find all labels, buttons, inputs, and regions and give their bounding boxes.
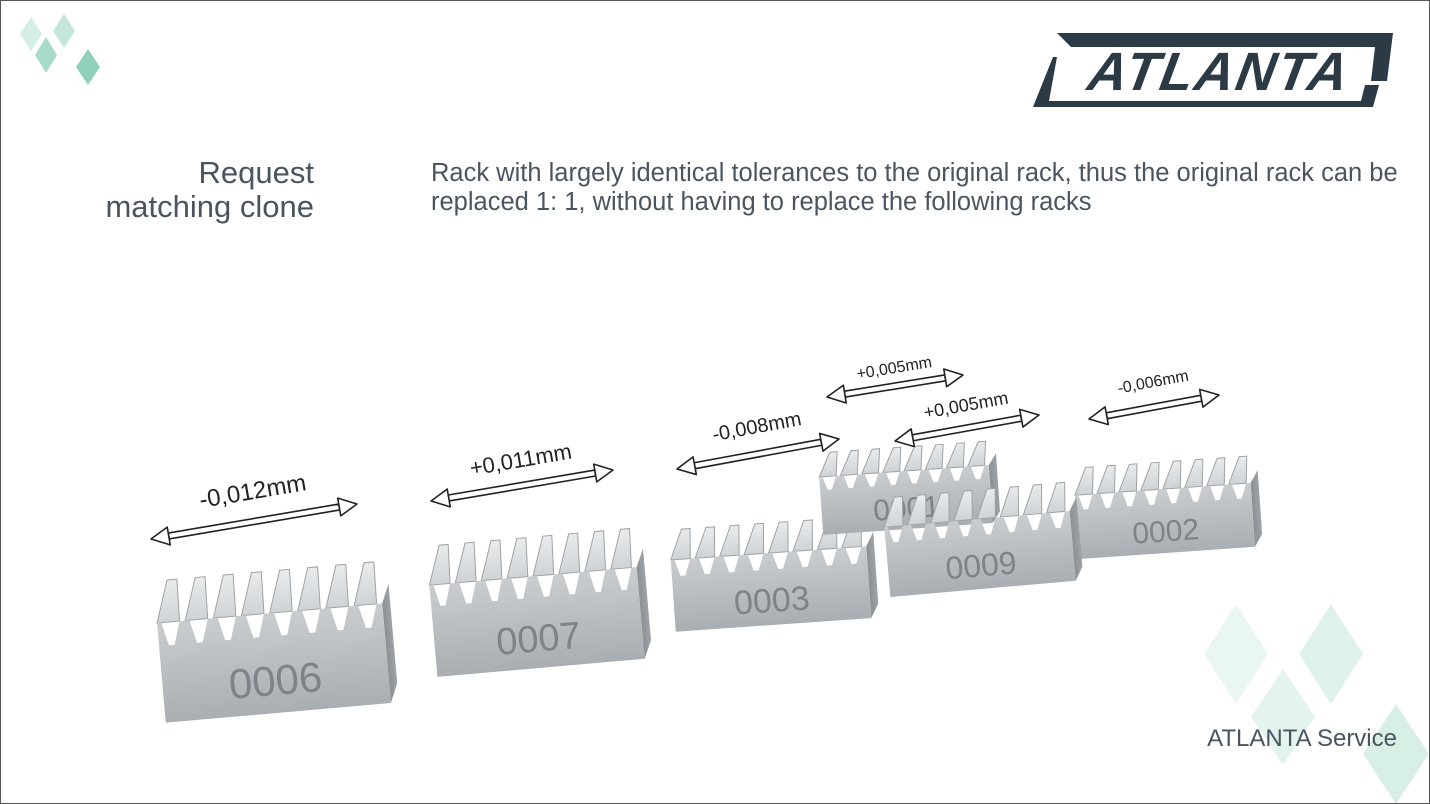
heading-line-2: matching clone: [105, 189, 314, 224]
tolerance-label: +0,011mm: [468, 439, 574, 481]
atlanta-logo: ATLANTA: [1033, 33, 1393, 107]
arrow-head-left: [676, 456, 698, 476]
description-text: Rack with largely identical tolerances t…: [431, 159, 1398, 216]
arrow-head-right: [592, 463, 614, 483]
tolerance-arrow-0001: +0,005mm: [826, 354, 964, 404]
arrow-head-right: [818, 432, 840, 452]
arrow-head-right: [1198, 388, 1220, 408]
rack-teeth: [670, 515, 862, 561]
rack-side-face: [382, 583, 398, 703]
tolerance-arrow-0003: -0,008mm: [676, 408, 840, 476]
decorative-diamonds-bottom-right: [1204, 604, 1429, 803]
footer-brand: ATLANTA Service: [1207, 725, 1397, 752]
rack-teeth: [156, 561, 378, 624]
rack-front-face: [884, 511, 1076, 597]
arrow-shaft: [1105, 394, 1203, 420]
logo-text: ATLANTA: [1082, 41, 1356, 102]
rack-number: 0006: [227, 653, 324, 708]
rack-0006: 0006: [156, 561, 398, 723]
rack-front-face: [429, 567, 645, 677]
rack-0007: 0007: [428, 528, 652, 677]
rack-0002: 0002: [1074, 455, 1263, 560]
arrow-shaft: [167, 503, 341, 540]
rack-number: 0001: [872, 490, 941, 528]
arrow-head-right: [336, 497, 358, 517]
arrow-head-left: [150, 526, 172, 546]
rack-side-face: [866, 531, 879, 619]
rack-teeth: [428, 528, 632, 586]
heading-line-1: Request: [198, 155, 314, 190]
tolerance-arrow-0009: +0,005mm: [894, 388, 1040, 448]
rack-0003: 0003: [670, 515, 879, 632]
arrow-head-right: [942, 368, 964, 388]
rack-teeth: [1074, 455, 1248, 496]
rack-0009: 0009: [883, 481, 1083, 597]
decorative-diamonds-top-left: [20, 14, 100, 85]
tolerance-label: -0,008mm: [711, 408, 804, 446]
rack-front-face: [157, 603, 391, 723]
tolerance-label: -0,012mm: [197, 469, 308, 514]
rack-side-face: [1250, 470, 1263, 547]
tolerance-label: +0,005mm: [922, 388, 1010, 423]
rack-number: 0002: [1131, 513, 1200, 551]
arrow-head-left: [894, 428, 916, 448]
tolerance-arrow-0002: -0,006mm: [1088, 368, 1220, 426]
arrow-head-left: [430, 488, 452, 508]
arrow-head-right: [1018, 408, 1040, 428]
arrow-head-left: [1088, 406, 1110, 426]
tolerance-label: -0,006mm: [1116, 368, 1190, 398]
rack-front-face: [670, 546, 872, 632]
rack-side-face: [636, 548, 652, 659]
arrow-head-left: [826, 384, 848, 404]
rack-number: 0009: [944, 544, 1018, 586]
tolerance-arrow-0007: +0,011mm: [430, 439, 614, 508]
rack-number: 0007: [495, 615, 583, 664]
page-heading: Request matching clone: [105, 156, 314, 224]
rack-number: 0003: [733, 579, 811, 622]
rack-teeth: [883, 481, 1066, 528]
rack-side-face: [1069, 496, 1083, 581]
rack-teeth: [818, 440, 987, 478]
rack-front-face: [1074, 482, 1256, 560]
tolerance-arrow-0006: -0,012mm: [150, 469, 358, 546]
